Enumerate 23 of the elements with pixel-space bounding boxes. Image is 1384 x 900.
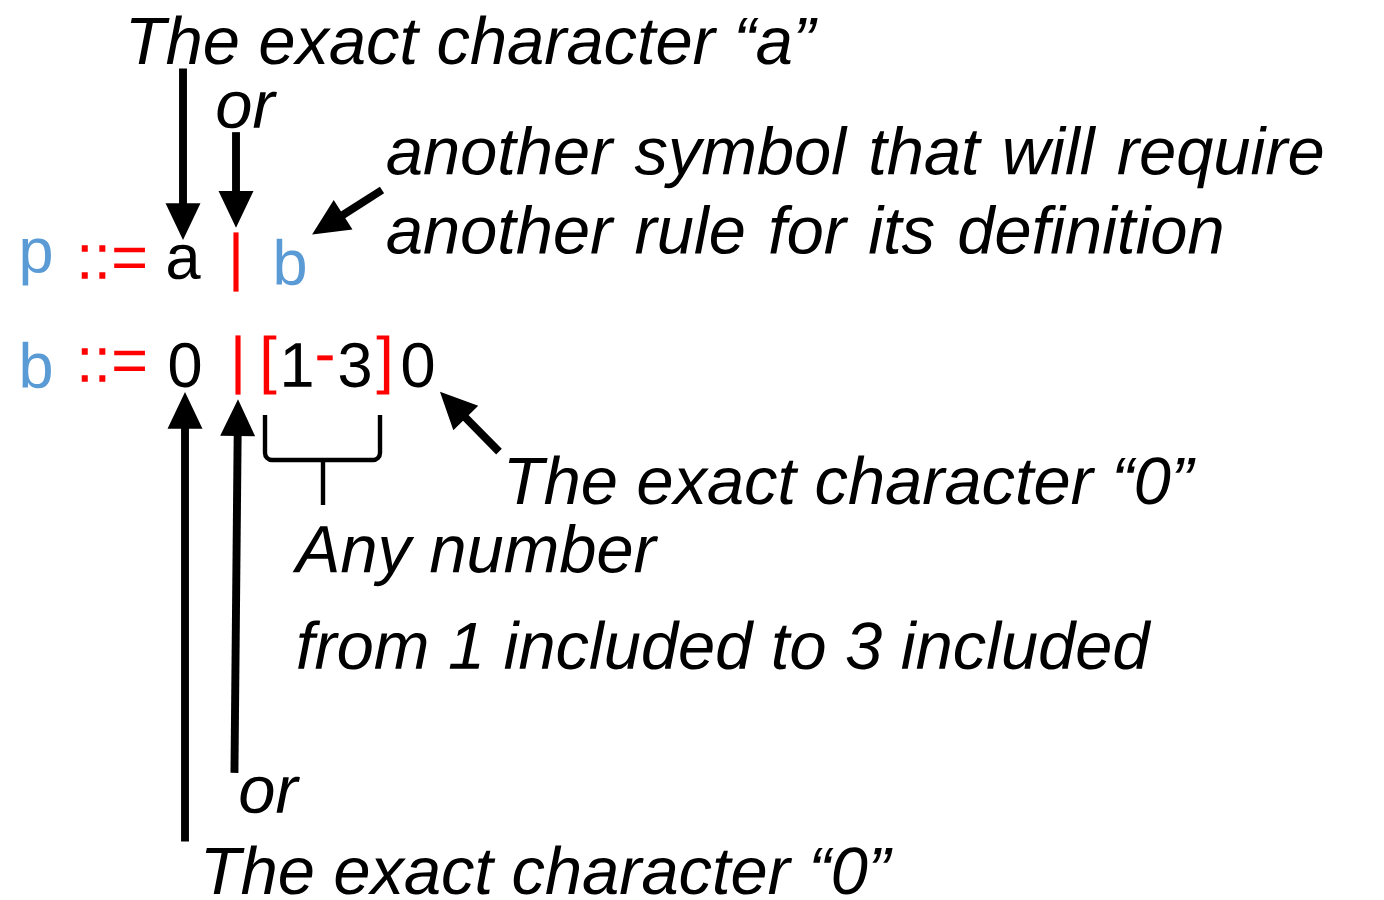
grammar-symbol: 0 bbox=[169, 342, 201, 388]
annotation-text: another symbol that will require another rule for its definition bbox=[387, 125, 1323, 255]
annotation-text: The exact character “0” bbox=[205, 845, 893, 895]
grammar-symbol: | bbox=[233, 232, 239, 292]
annotation-text: The exact character “a” bbox=[130, 15, 818, 65]
grammar-symbol: 1 bbox=[284, 343, 312, 387]
grammar-symbol: - bbox=[317, 355, 333, 361]
annotation-text: or bbox=[240, 776, 300, 814]
grammar-symbol: b bbox=[276, 238, 305, 286]
grammar-symbol: | bbox=[235, 335, 241, 395]
grammar-symbol: 0 bbox=[402, 342, 434, 388]
grammar-symbol: [ bbox=[263, 335, 277, 395]
annotation-text: The exact character “0” bbox=[508, 455, 1196, 505]
grammar-symbol: ] bbox=[376, 335, 390, 395]
grammar-symbol: a bbox=[168, 244, 201, 280]
grammar-symbol: 3 bbox=[339, 342, 370, 388]
grammar-symbol: ::= bbox=[81, 348, 145, 382]
annotation-text: or bbox=[217, 91, 277, 129]
grammar-symbol: p bbox=[22, 238, 51, 286]
annotation-text: Any number bbox=[292, 523, 659, 587]
annotation-text: from 1 included to 3 included bbox=[298, 620, 1152, 670]
grammar-symbol: ::= bbox=[81, 245, 145, 279]
grammar-symbol: b bbox=[22, 341, 51, 389]
